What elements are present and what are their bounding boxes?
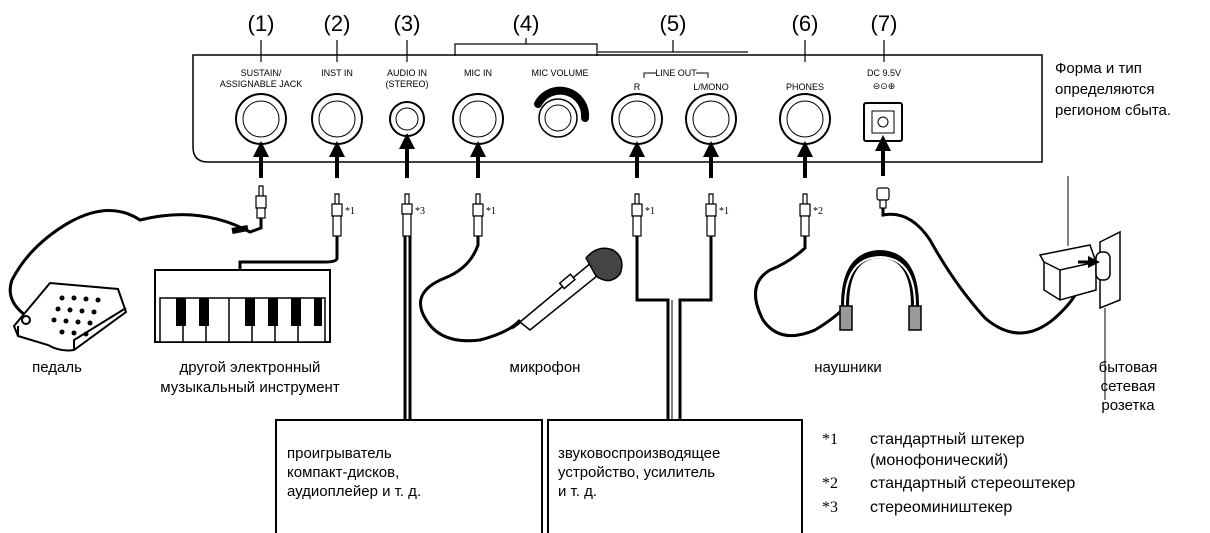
plug-l: [705, 193, 717, 237]
mic-volume-arc: [534, 86, 590, 122]
plug-mic: [472, 193, 484, 237]
caption-outlet-2: сетевая: [1101, 378, 1156, 395]
port-number-1: (1): [248, 11, 275, 36]
port-number-3: (3): [394, 11, 421, 36]
amp-box-line-3: и т. д.: [558, 483, 597, 500]
amp-box-line-1: звуковоспроизводящее: [558, 445, 720, 462]
region-note-3: регионом сбыта.: [1055, 102, 1171, 119]
caption-microphone: микрофон: [510, 359, 581, 376]
plug-sustain: [255, 185, 267, 219]
footnote-1-line-1: стандартный штекер: [870, 431, 1025, 448]
port-label-stereo: (STEREO): [385, 79, 428, 89]
port-number-4: (4): [513, 11, 540, 36]
footnote-mark-2: *2: [822, 475, 838, 492]
pedal-illustration: [12, 281, 128, 352]
caption-instrument-1: другой электронный: [180, 359, 321, 376]
caption-outlet-1: бытовая: [1099, 359, 1158, 376]
amp-box-line-2: устройство, усилитель: [558, 464, 715, 481]
instrument-illustration: [154, 269, 331, 343]
plug-mark-l: *1: [719, 206, 729, 217]
port-number-2: (2): [324, 11, 351, 36]
keyboard-back-panel: [192, 54, 1043, 163]
jacks: [235, 93, 903, 145]
port-label-audio-in: AUDIO IN: [387, 68, 427, 78]
player-box-line-1: проигрыватель: [287, 445, 392, 462]
footnote-3-line-1: стереомиништекер: [870, 499, 1012, 516]
port-label-phones: PHONES: [786, 82, 824, 92]
footnote-mark-1: *1: [822, 431, 838, 448]
caption-headphones: наушники: [814, 359, 882, 376]
amp-box: [547, 419, 803, 533]
port-label-line-out: LINE OUT: [655, 68, 697, 78]
headphones-illustration: [839, 249, 922, 331]
connection-arrows: [253, 133, 891, 178]
line-out-bracket: [643, 72, 709, 78]
plug-mark-mic: *1: [486, 206, 496, 217]
port-label-dc: DC 9.5V: [867, 68, 901, 78]
port-number-5: (5): [660, 11, 687, 36]
port-number-6: (6): [792, 11, 819, 36]
footnote-2-line-1: стандартный стереоштекер: [870, 475, 1075, 492]
port-number-7: (7): [871, 11, 898, 36]
mic-cable: [419, 236, 522, 343]
player-box-line-2: компакт-дисков,: [287, 464, 399, 481]
pedal-cable: [8, 209, 263, 317]
port-label-mic-volume: MIC VOLUME: [531, 68, 588, 78]
caption-instrument-2: музыкальный инструмент: [160, 379, 340, 396]
caption-pedal: педаль: [32, 359, 82, 376]
port-label-inst-in: INST IN: [321, 68, 353, 78]
caption-outlet-3: розетка: [1101, 397, 1155, 414]
plug-mark-audio: *3: [415, 206, 425, 217]
port-label-sustain: SUSTAIN/: [241, 68, 282, 78]
plug-audio: [401, 193, 413, 237]
player-box: [275, 419, 543, 533]
port-label-assignable: ASSIGNABLE JACK: [220, 79, 303, 89]
phones-cable: [754, 236, 848, 338]
port-label-lmono: L/MONO: [693, 82, 729, 92]
dc-polarity-symbol: ⊖⊙⊕: [873, 81, 896, 91]
cables: [8, 208, 1082, 420]
region-note-1: Форма и тип: [1055, 60, 1142, 77]
r-cable: [635, 236, 670, 420]
plug-mark-phones: *2: [813, 206, 823, 217]
footnote-1-line-2: (монофонический): [870, 452, 1008, 469]
plugs: [255, 185, 890, 237]
plug-r: [631, 193, 643, 237]
outlet-illustration: [1038, 176, 1121, 400]
plug-dc: [876, 187, 890, 209]
region-note-2: определяются: [1055, 81, 1155, 98]
l-cable: [678, 236, 713, 420]
plug-mark-r: *1: [645, 206, 655, 217]
plug-phones: [799, 193, 811, 237]
plug-mark-inst: *1: [345, 206, 355, 217]
port-label-mic-in: MIC IN: [464, 68, 492, 78]
dc-cable: [881, 208, 1082, 335]
plug-inst: [331, 193, 343, 237]
player-box-line-3: аудиоплейер и т. д.: [287, 483, 421, 500]
microphone-illustration: [511, 247, 623, 331]
inst-cable: [238, 236, 339, 272]
footnote-mark-3: *3: [822, 499, 838, 516]
number-leaders: [260, 38, 885, 62]
port-label-r: R: [634, 82, 641, 92]
